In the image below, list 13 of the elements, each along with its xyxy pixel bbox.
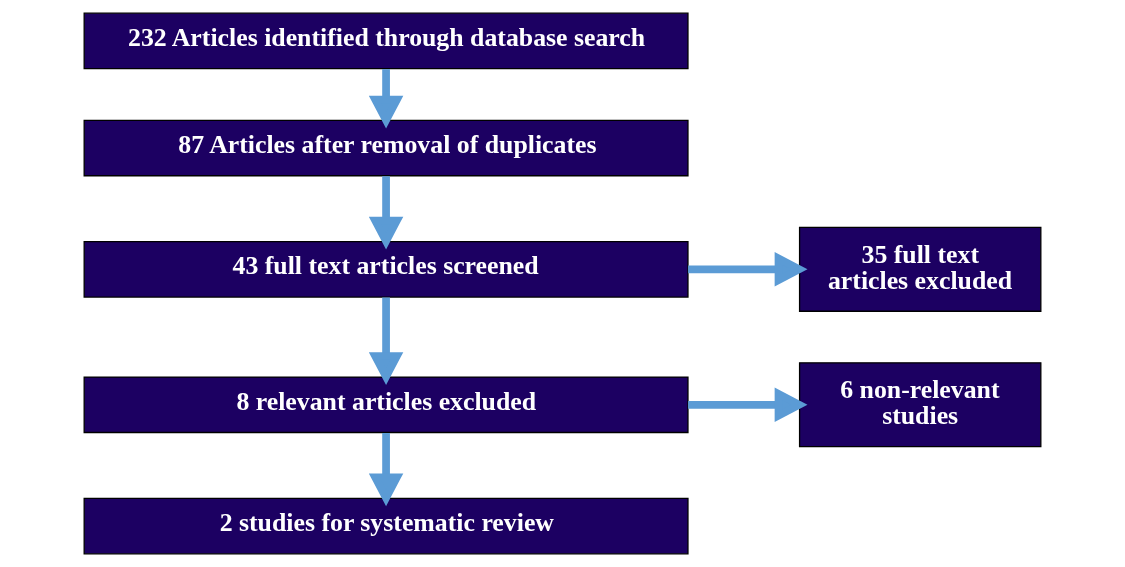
node-box: 6 non-relevant studies bbox=[798, 362, 1042, 448]
node-box: 87 Articles after removal of duplicates bbox=[83, 119, 689, 177]
node-box: 8 relevant articles excluded bbox=[83, 376, 689, 434]
arrow bbox=[688, 252, 808, 287]
node-box: 2 studies for systematic review bbox=[83, 497, 689, 555]
arrow bbox=[368, 297, 404, 385]
arrow bbox=[688, 387, 808, 423]
arrow bbox=[368, 433, 404, 507]
arrow bbox=[368, 176, 404, 250]
node-box: 35 full text articles excluded bbox=[798, 226, 1042, 312]
node-box: 232 Articles identified through database search bbox=[83, 12, 689, 70]
node-box: 43 full text articles screened bbox=[83, 240, 689, 298]
arrow bbox=[368, 69, 404, 129]
